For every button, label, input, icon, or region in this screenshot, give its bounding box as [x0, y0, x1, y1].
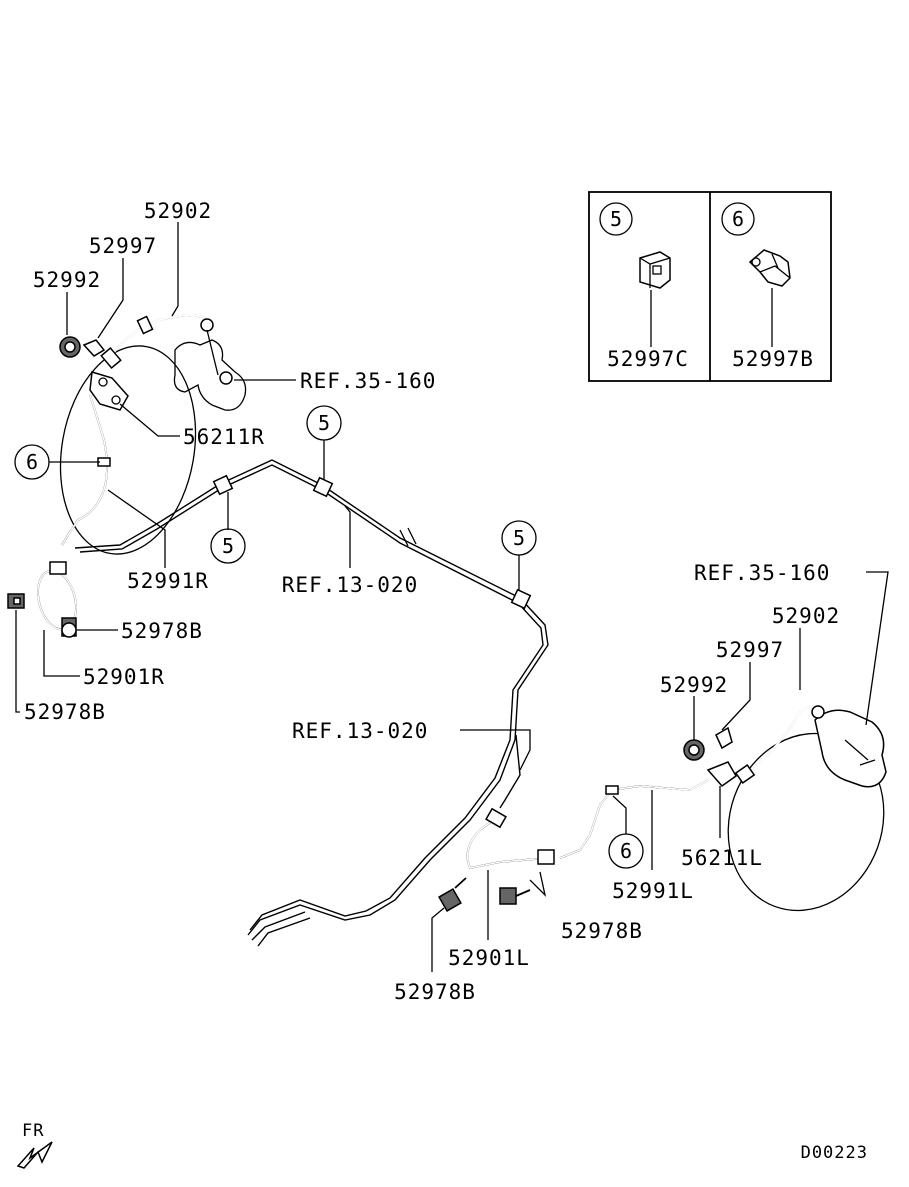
lh-brake-assembly: [438, 705, 887, 912]
label-rh-52997: 52997: [89, 234, 157, 258]
label-rh-52902: 52902: [144, 199, 212, 223]
label-lh-52978b-b: 52978B: [394, 980, 476, 1004]
label-ref-13-020-a: REF.13-020: [282, 573, 418, 597]
lh-bolt-right-icon: [499, 887, 531, 905]
rh-labels: 52902 52997 52992 REF.35-160 56211R 6 52…: [14, 199, 436, 724]
label-rh-52992: 52992: [33, 268, 101, 292]
front-arrow-icon: [16, 1141, 53, 1169]
label-lh-52902: 52902: [772, 604, 840, 628]
callout-5-a-num: 5: [222, 534, 234, 558]
inset-part-52997b: 52997B: [732, 347, 814, 371]
label-lh-56211l: 56211L: [681, 846, 763, 870]
callout-5-b-num: 5: [318, 411, 330, 435]
clip-52997c-icon: [639, 251, 671, 289]
lh-bolt-left-icon: [438, 877, 467, 912]
label-rh-52991r: 52991R: [127, 569, 209, 593]
label-lh-ref-35-160: REF.35-160: [694, 561, 830, 585]
label-lh-52997: 52997: [716, 638, 784, 662]
clip-inset-box: 5 6 52997C 52997B: [588, 191, 832, 382]
callout-5-a: [210, 528, 246, 564]
inset-key-6: 6: [732, 207, 744, 231]
label-rh-52901r: 52901R: [83, 665, 165, 689]
clip-52997b-icon: [748, 249, 791, 287]
label-rh-52978b-b: 52978B: [24, 700, 106, 724]
callout-6-right-num: 6: [620, 839, 632, 863]
inset-part-52997c: 52997C: [607, 347, 689, 371]
label-rh-52978b-a: 52978B: [121, 619, 203, 643]
brake-pipe-run: [74, 459, 549, 947]
callout-6-left-num: 6: [26, 450, 38, 474]
label-lh-52901l: 52901L: [448, 946, 530, 970]
rh-brake-assembly: [7, 314, 247, 638]
lh-labels: REF.35-160 52902 52997 52992 56211L 6 52…: [394, 561, 889, 1004]
callout-6-right: [608, 833, 644, 869]
label-lh-52978b-a: 52978B: [561, 919, 643, 943]
rh-bolt-lower-icon: [61, 617, 77, 638]
front-label: FR: [22, 1121, 44, 1141]
drawing-id: D00223: [801, 1143, 868, 1163]
callout-5-c-num: 5: [513, 526, 525, 550]
front-direction-indicator: FR: [16, 1121, 53, 1169]
rh-caliper-outline: [173, 339, 247, 411]
inset-key-5: 5: [610, 207, 622, 231]
label-rh-ref-35-160: REF.35-160: [300, 369, 436, 393]
label-lh-52992: 52992: [660, 673, 728, 697]
rh-bolt-side-icon: [7, 593, 25, 609]
label-rh-56211r: 56211R: [183, 425, 265, 449]
label-ref-13-020-b: REF.13-020: [292, 719, 428, 743]
label-lh-52991l: 52991L: [612, 879, 694, 903]
center-labels: 5 REF.13-020 5 REF.13-020: [282, 405, 537, 771]
